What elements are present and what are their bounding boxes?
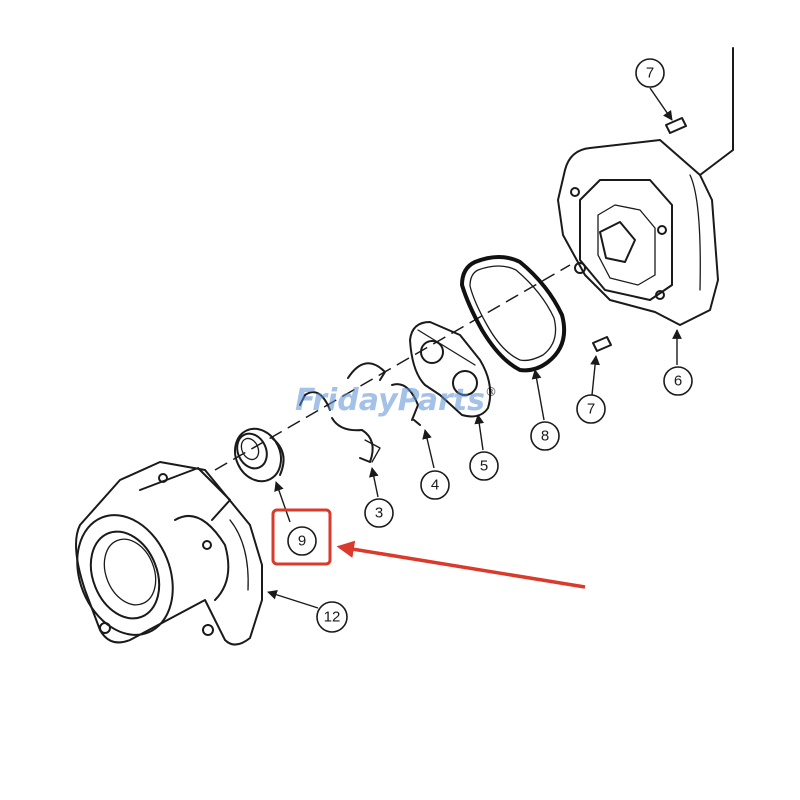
callout-label: 6: [674, 373, 682, 390]
end-cover-part-6: [557, 139, 719, 326]
highlight-arrow: [336, 540, 586, 589]
callout-9: 9: [287, 526, 317, 556]
callout-label: 4: [431, 477, 439, 494]
dowel-pin-part-7-top: [665, 117, 687, 134]
callout-label: 5: [480, 458, 488, 475]
callout-label: 9: [298, 533, 306, 550]
callout-7-top: 7: [635, 58, 665, 88]
wire-seal-part-3: [299, 391, 381, 463]
housing-edge-line: [699, 47, 734, 176]
callout-label: 7: [587, 401, 595, 418]
callout-7-bottom: 7: [576, 394, 606, 424]
dowel-pin-part-7-bottom: [592, 336, 612, 352]
callout-label: 7: [646, 65, 654, 82]
callout-5: 5: [469, 451, 499, 481]
callout-label: 3: [375, 505, 383, 522]
watermark-text: FridayParts: [295, 383, 485, 418]
spacer-plate-part-5: [409, 321, 492, 418]
callout-4: 4: [420, 470, 450, 500]
callout-3: 3: [364, 498, 394, 528]
highlight-box: [271, 508, 332, 566]
callout-label: 8: [541, 428, 549, 445]
flange-housing-part-12: [75, 461, 263, 646]
assembly-axis: [214, 264, 571, 471]
callout-label: 12: [324, 609, 341, 626]
leader-lines: [267, 87, 682, 609]
watermark-reg-mark: ®: [485, 385, 497, 399]
callout-6: 6: [663, 366, 693, 396]
seal-part-9: [234, 427, 285, 483]
gasket-ring-part-8: [460, 255, 567, 373]
watermark-logo: FridayParts®: [295, 383, 497, 418]
wire-seal-part-4: [347, 362, 421, 426]
callout-12: 12: [316, 601, 348, 633]
callout-8: 8: [530, 421, 560, 451]
